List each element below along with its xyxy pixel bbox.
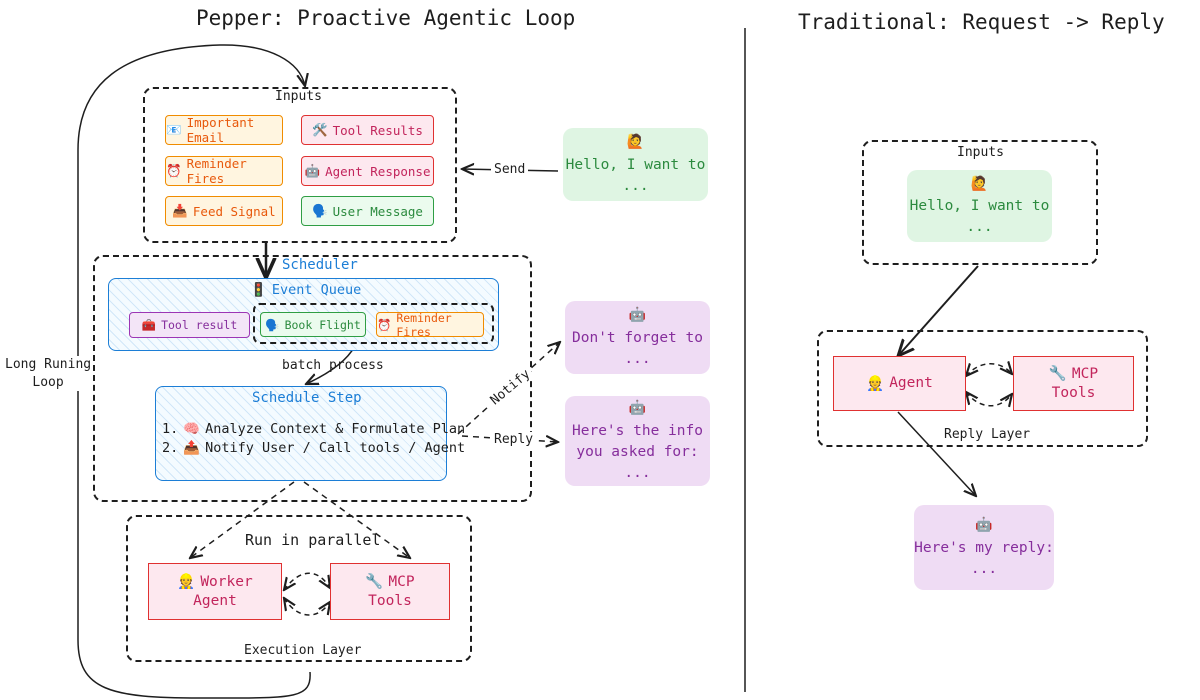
- batch-group: [253, 303, 494, 344]
- run-in-parallel-label: Run in parallel: [245, 531, 381, 549]
- outbox-tray-icon: 📤: [183, 440, 201, 456]
- chip-label: Tool Results: [332, 122, 423, 138]
- construction-worker-icon: 👷: [866, 376, 885, 392]
- input-feed-signal[interactable]: 📥 Feed Signal: [165, 196, 283, 226]
- batch-process-label: batch process: [282, 358, 384, 373]
- left-title: Pepper: Proactive Agentic Loop: [196, 6, 576, 30]
- note-line: ...: [970, 560, 998, 577]
- note-line: Hello, I want to: [909, 198, 1050, 215]
- worker-agent-label: Worker: [200, 573, 253, 590]
- right-title: Traditional: Request -> Reply: [798, 10, 1165, 34]
- queue-item-reminder-fires[interactable]: ⏰ Reminder Fires: [376, 310, 484, 339]
- input-user-message[interactable]: 🗣️ User Message: [301, 196, 434, 226]
- agent-label: Agent: [889, 375, 933, 391]
- input-agent-response[interactable]: 🤖 Agent Response: [301, 156, 434, 186]
- notify-note[interactable]: 🤖 Don't forget to ...: [565, 301, 710, 374]
- queue-item-book-flight[interactable]: 🗣️ Book Flight: [260, 312, 366, 337]
- raising-hand-icon: 🙋: [970, 175, 989, 192]
- worker-agent-label-2: Agent: [193, 592, 237, 609]
- mcp-tools-box[interactable]: 🔧 MCP Tools: [330, 563, 450, 620]
- note-line: Don't forget to: [572, 329, 703, 346]
- traffic-light-icon: 🚦: [250, 282, 267, 298]
- raising-hand-icon: 🙋: [626, 134, 645, 151]
- wrench-icon: 🔧: [1048, 365, 1067, 382]
- chip-label: Feed Signal: [192, 203, 276, 219]
- toolbox-icon: 🧰: [141, 318, 157, 332]
- worker-agent-line-1: 👷 Worker: [177, 573, 252, 592]
- loop-label-line-2: Loop: [32, 374, 64, 390]
- agent-line: 👷 Agent: [866, 375, 933, 392]
- reply-layer: [817, 330, 1148, 447]
- execution-layer: [126, 515, 472, 662]
- right-mcp-line-1: 🔧 MCP: [1049, 365, 1098, 384]
- step-line-2: 2. 📤 Notify User / Call tools / Agent: [162, 440, 465, 456]
- right-reply-note[interactable]: 🤖 Here's my reply: ...: [914, 505, 1054, 590]
- note-line: you asked for:: [576, 443, 699, 460]
- brain-icon: 🧠: [183, 421, 201, 437]
- email-icon: 📧: [166, 122, 182, 137]
- right-inputs-group: [862, 140, 1098, 265]
- note-line: ...: [624, 464, 651, 481]
- mcp-label-2: Tools: [368, 592, 412, 609]
- right-user-message-note[interactable]: 🙋 Hello, I want to ...: [907, 170, 1052, 242]
- right-agent-box[interactable]: 👷 Agent: [833, 356, 966, 411]
- right-mcp-tools-box[interactable]: 🔧 MCP Tools: [1013, 356, 1134, 411]
- queue-item-label: Tool result: [161, 318, 238, 332]
- loop-label-line-1: Long Runing: [5, 357, 92, 372]
- reply-layer-label: Reply Layer: [944, 427, 1031, 442]
- input-tool-results[interactable]: 🛠️ Tool Results: [301, 115, 434, 145]
- speaking-head-icon: 🗣️: [312, 203, 328, 218]
- input-important-email[interactable]: 📧 Important Email: [165, 115, 283, 145]
- queue-item-label: Book Flight: [284, 317, 361, 332]
- event-queue-title: Event Queue: [271, 282, 362, 298]
- mcp-label-2: Tools: [1051, 384, 1096, 401]
- schedule-step[interactable]: [155, 386, 447, 481]
- mcp-label: MCP: [1071, 365, 1099, 382]
- robot-icon: 🤖: [304, 163, 321, 178]
- construction-worker-icon: 👷: [177, 573, 196, 590]
- chip-label: User Message: [332, 203, 423, 219]
- alarm-clock-icon: ⏰: [166, 163, 182, 178]
- mcp-label: MCP: [388, 573, 415, 590]
- step-number: 2.: [162, 440, 179, 456]
- queue-item-label: Reminder Fires: [396, 310, 452, 339]
- inbox-tray-icon: 📥: [172, 203, 188, 218]
- input-reminder-fires[interactable]: ⏰ Reminder Fires: [165, 156, 283, 186]
- reply-note[interactable]: 🤖 Here's the info you asked for: ...: [565, 396, 710, 486]
- note-line: ...: [622, 177, 649, 194]
- wrench-icon: 🔧: [365, 573, 384, 590]
- chip-label: Reminder Fires: [186, 156, 247, 186]
- step-number: 1.: [162, 421, 179, 437]
- note-line: ...: [624, 350, 651, 367]
- note-line: ...: [966, 219, 993, 236]
- reply-label: Reply: [491, 432, 537, 447]
- worker-agent-box[interactable]: 👷 Worker Agent: [148, 563, 282, 620]
- note-line: Here's my reply:: [914, 539, 1054, 556]
- chip-label: Important Email: [186, 115, 255, 145]
- send-label: Send: [491, 162, 529, 177]
- step-text: Notify User / Call tools / Agent: [205, 440, 466, 456]
- note-line: Here's the info: [572, 422, 703, 439]
- speaking-head-icon: 🗣️: [265, 317, 280, 332]
- robot-icon: 🤖: [628, 400, 647, 417]
- robot-icon: 🤖: [628, 307, 647, 324]
- loop-label: Long Runing Loop: [2, 356, 95, 392]
- step-line-1: 1. 🧠 Analyze Context & Formulate Plan: [162, 421, 465, 437]
- execution-layer-label: Execution Layer: [244, 643, 362, 658]
- user-message-note[interactable]: 🙋 Hello, I want to ...: [563, 128, 708, 201]
- alarm-clock-icon: ⏰: [377, 317, 392, 332]
- mcp-tools-line-1: 🔧 MCP: [365, 573, 414, 592]
- inputs-title: Inputs: [275, 89, 322, 104]
- toolbox-icon: 🛠️: [312, 122, 328, 137]
- event-queue-header: 🚦 Event Queue: [250, 282, 361, 298]
- scheduler-title: Scheduler: [282, 257, 358, 273]
- schedule-step-title: Schedule Step: [252, 390, 362, 406]
- right-inputs-title: Inputs: [957, 145, 1004, 160]
- inputs-group: [143, 87, 457, 243]
- robot-icon: 🤖: [975, 517, 993, 534]
- chip-label: Agent Response: [325, 163, 431, 179]
- note-line: Hello, I want to: [565, 156, 706, 173]
- step-text: Analyze Context & Formulate Plan: [205, 421, 466, 437]
- queue-item-tool-result[interactable]: 🧰 Tool result: [129, 312, 250, 338]
